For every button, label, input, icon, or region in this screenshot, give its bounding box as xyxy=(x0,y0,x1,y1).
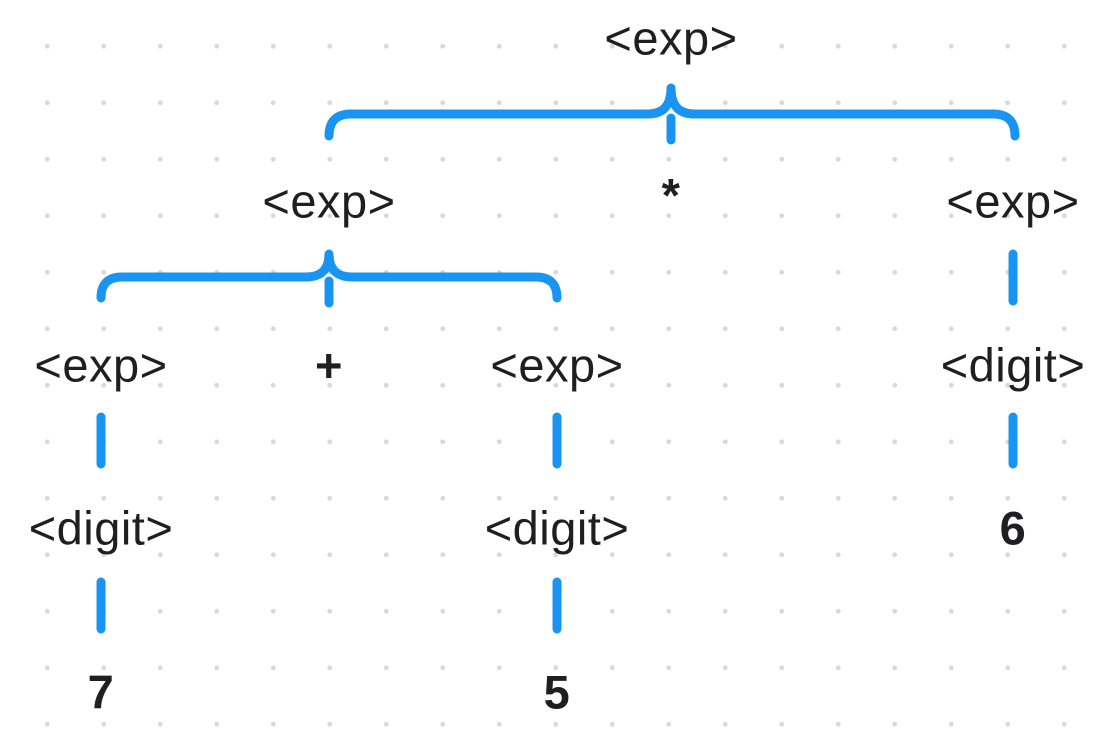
root-brace xyxy=(324,83,1020,141)
left-digit-node: <digit> xyxy=(28,501,174,555)
left-right-exp-node: <exp> xyxy=(490,338,624,392)
left-exp-brace xyxy=(96,249,562,303)
left-exp-node: <exp> xyxy=(262,174,396,228)
right-digit-node: <digit> xyxy=(940,338,1086,392)
plus-operator: + xyxy=(315,338,343,392)
left-left-exp-node: <exp> xyxy=(34,338,168,392)
multiply-operator: * xyxy=(661,168,681,222)
digit-five-leaf: 5 xyxy=(543,665,571,719)
right-exp-node: <exp> xyxy=(946,174,1080,228)
middle-digit-node: <digit> xyxy=(484,501,630,555)
digit-seven-leaf: 7 xyxy=(87,665,115,719)
root-exp-node: <exp> xyxy=(604,11,738,65)
digit-six-leaf: 6 xyxy=(999,501,1027,555)
